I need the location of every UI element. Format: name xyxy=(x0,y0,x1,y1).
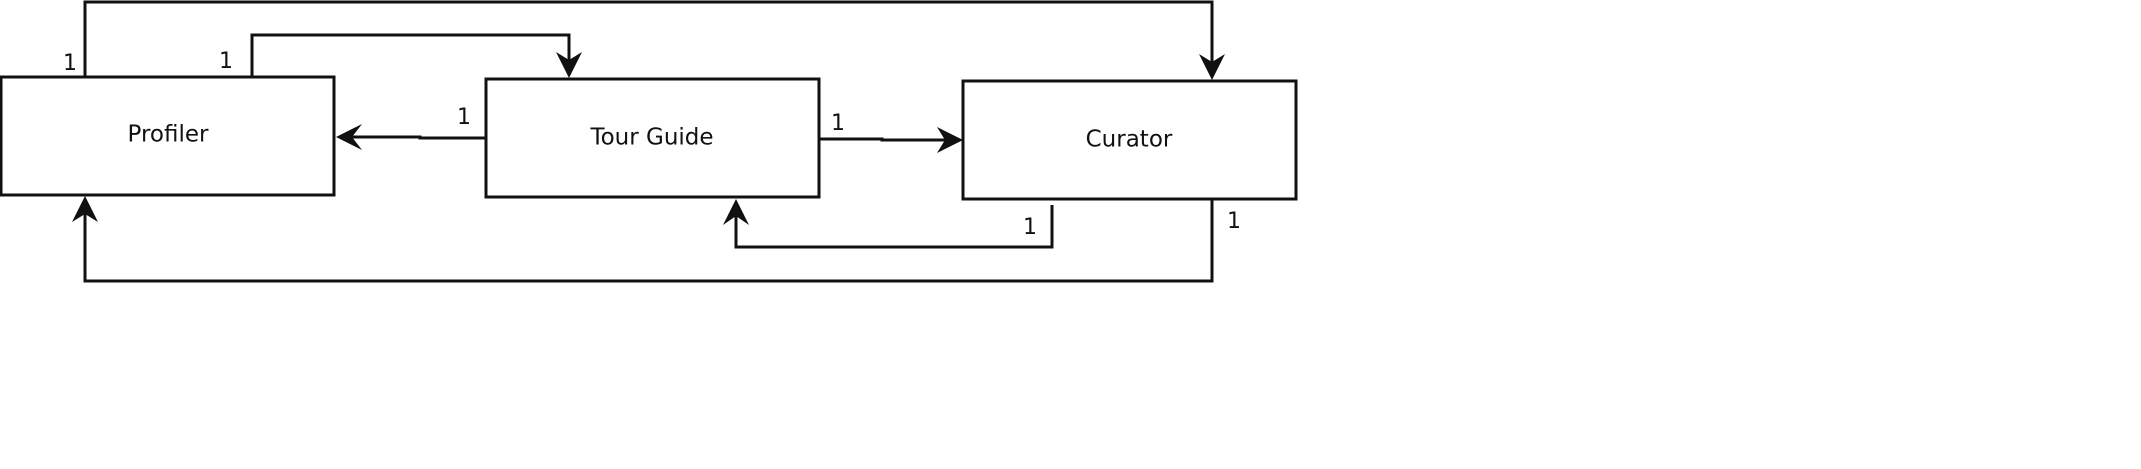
edge-curator-to-profiler-bottom xyxy=(72,196,1214,283)
edge-tourguide-to-profiler xyxy=(336,124,486,150)
arrowhead-left-profiler xyxy=(336,124,362,150)
node-curator: Curator xyxy=(961,79,1298,201)
multiplicity-label: 1 xyxy=(63,51,77,76)
multiplicity-label: 1 xyxy=(831,111,845,136)
node-profiler-label: Profiler xyxy=(128,122,210,148)
node-profiler: Profiler xyxy=(0,75,336,197)
multiplicity-label: 1 xyxy=(219,49,233,74)
multiplicity-label: 1 xyxy=(457,105,471,130)
edge-profiler-to-tourguide-top xyxy=(250,33,582,78)
arrowhead-right-curator xyxy=(937,127,963,153)
multiplicity-label: 1 xyxy=(1023,215,1037,240)
node-curator-label: Curator xyxy=(1086,127,1173,153)
arrowhead-down-curator xyxy=(1199,54,1225,80)
multiplicity-label: 1 xyxy=(1227,209,1241,234)
arrowhead-down-tourguide xyxy=(556,52,582,78)
edge-tourguide-to-curator xyxy=(819,127,963,153)
arrowhead-up-profiler xyxy=(72,196,98,222)
node-tour-guide: Tour Guide xyxy=(484,77,821,199)
edge-curator-to-tourguide-bottom xyxy=(723,199,1054,249)
arrowhead-up-tourguide xyxy=(723,199,749,225)
node-tour-guide-label: Tour Guide xyxy=(589,125,713,151)
edge-profiler-to-curator-top xyxy=(83,0,1225,80)
